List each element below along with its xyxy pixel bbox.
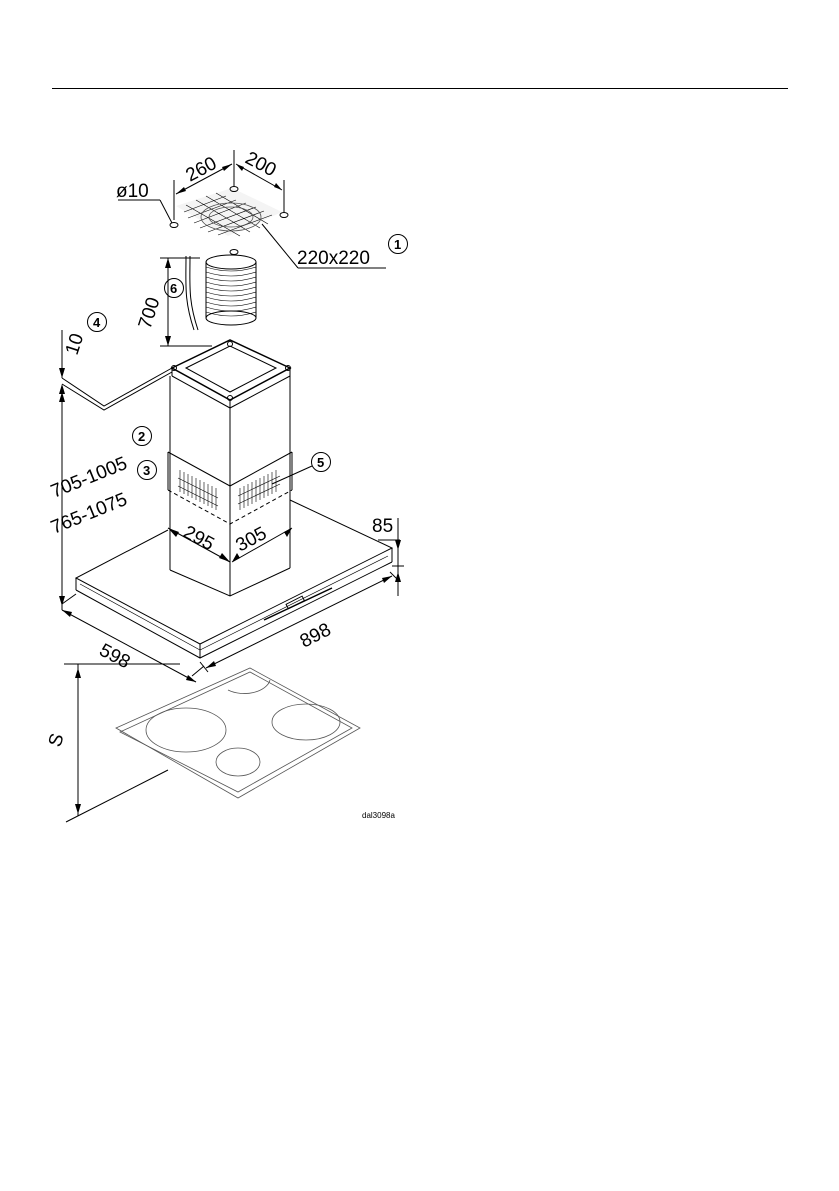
drawing-code: dal3098a — [362, 811, 395, 820]
clearance-label: S — [45, 731, 69, 750]
canopy-depth-dimension — [61, 593, 205, 683]
canopy-height-dimension — [378, 518, 404, 596]
callout-2-number: 2 — [138, 429, 145, 444]
ceiling-line — [59, 312, 173, 411]
canopy — [74, 499, 394, 659]
canopy-width-dimension — [199, 571, 399, 673]
hole-spacing-a-label: 260 — [182, 153, 220, 186]
duct-length-label: 700 — [135, 295, 165, 332]
mounting-height-dimension — [59, 392, 157, 610]
ceiling-thickness-label: 10 — [62, 331, 89, 358]
canopy-height-label: 85 — [372, 516, 393, 537]
chimney-body — [167, 376, 293, 597]
vent-grille-right — [237, 470, 281, 510]
chimney-depth-label: 295 — [180, 522, 218, 555]
vent-grille-left — [177, 470, 219, 510]
chimney-width-label: 305 — [232, 523, 270, 556]
callout-6-number: 6 — [170, 281, 177, 296]
callout-5-leader — [271, 452, 331, 485]
power-cable — [185, 255, 199, 331]
duct-opening-label: 220x220 — [297, 248, 370, 269]
duct-opening-leader — [261, 223, 408, 269]
chimney-section-dimension — [167, 527, 293, 563]
hole-diameter-label: ø10 — [116, 181, 149, 202]
hob — [115, 667, 361, 799]
clearance-dimension — [64, 663, 180, 823]
flexible-duct — [205, 254, 257, 326]
callout-5-number: 5 — [317, 455, 324, 470]
chimney-top-cap — [170, 339, 292, 409]
mounting-holes — [169, 186, 289, 255]
header-rule — [52, 88, 788, 89]
ceiling-mount-hatch — [176, 188, 282, 237]
duct-length-dimension — [160, 257, 212, 347]
hole-spacing-dimension-lines — [118, 150, 285, 224]
callout-4-number: 4 — [93, 315, 101, 330]
callout-1-number: 1 — [394, 237, 401, 252]
hole-spacing-b-label: 200 — [242, 148, 280, 181]
callout-3-number: 3 — [143, 463, 150, 478]
canopy-width-label: 898 — [297, 619, 335, 652]
